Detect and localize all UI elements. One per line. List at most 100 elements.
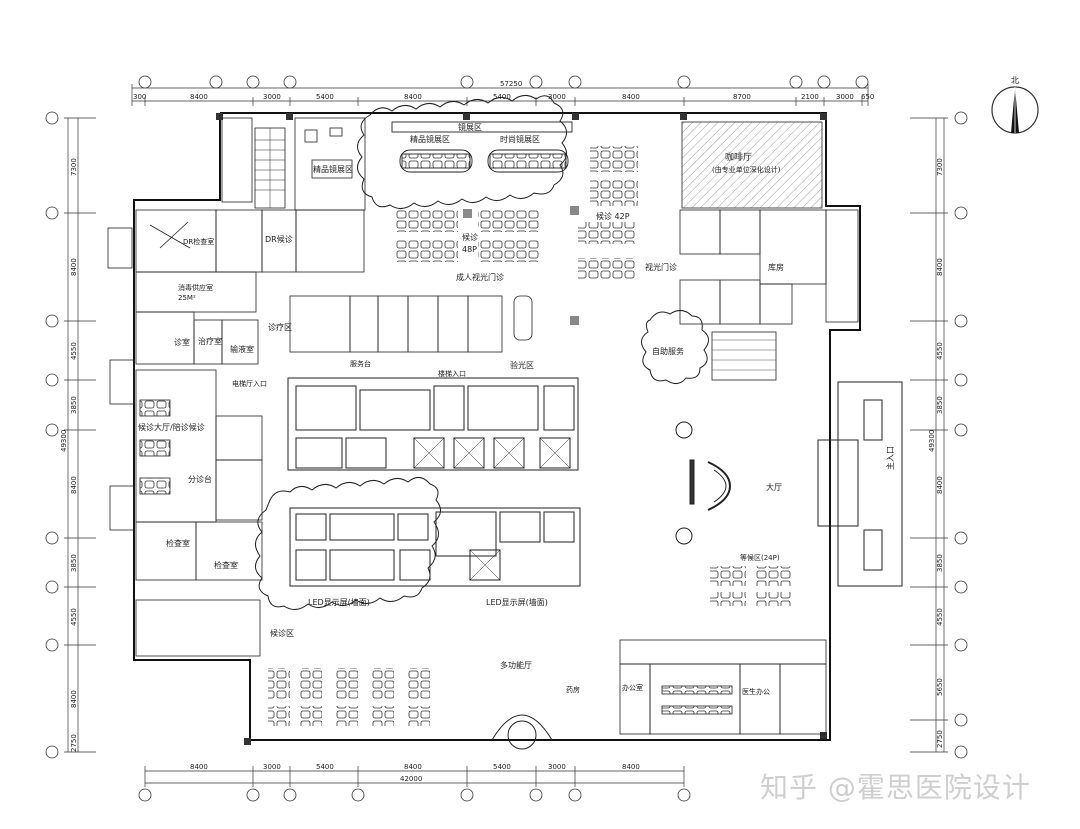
waiting-48-label: 候诊 bbox=[462, 232, 478, 242]
svg-text:8400: 8400 bbox=[622, 763, 640, 771]
cloud-self-service bbox=[641, 310, 709, 384]
service-desk-label: 服务台 bbox=[350, 359, 371, 368]
svg-text:8400: 8400 bbox=[936, 476, 944, 494]
multi-hall-seating bbox=[268, 668, 430, 726]
right-axis-bubbles bbox=[954, 111, 968, 759]
svg-text:3850: 3850 bbox=[936, 396, 944, 414]
optometry-rooms bbox=[289, 295, 533, 353]
left-exam-rooms bbox=[109, 311, 259, 405]
front-desk-label: 分诊台 bbox=[188, 474, 212, 484]
core-block-lower bbox=[289, 507, 581, 587]
vip-entry-label: 候诊大厅/陪诊候诊 bbox=[138, 422, 205, 432]
svg-text:8700: 8700 bbox=[733, 93, 751, 101]
svg-text:3850: 3850 bbox=[70, 396, 78, 414]
svg-text:3000: 3000 bbox=[263, 763, 281, 771]
door-label-b: 楼梯入口 bbox=[438, 369, 466, 378]
central-sterile-label: 消毒供应室 bbox=[178, 283, 213, 292]
structural-columns bbox=[216, 113, 827, 745]
waiting-48-count: 48P bbox=[462, 245, 477, 254]
svg-text:2750: 2750 bbox=[936, 730, 944, 748]
right-dim-labels: 7300 8400 4550 3850 8400 3850 4550 5650 … bbox=[928, 158, 944, 748]
svg-text:5400: 5400 bbox=[316, 93, 334, 101]
svg-text:3850: 3850 bbox=[70, 554, 78, 572]
pharmacy-label: 药房 bbox=[566, 685, 580, 694]
storage-label: 库房 bbox=[768, 262, 784, 272]
dr-wait-label: DR候诊 bbox=[265, 234, 293, 244]
svg-text:2750: 2750 bbox=[70, 734, 78, 752]
svg-text:8400: 8400 bbox=[936, 258, 944, 276]
pr-room-label: 诊室 bbox=[174, 337, 190, 347]
optometry-label: 验光区 bbox=[510, 360, 534, 370]
left-axis-bubbles bbox=[45, 111, 59, 759]
waiting-hall-label: 候诊区 bbox=[270, 628, 294, 638]
led-screen-left: LED显示屏(墙面) bbox=[308, 597, 370, 607]
central-area-label: 25M² bbox=[178, 294, 196, 302]
right-upper-rooms bbox=[679, 209, 859, 381]
watermark: 知乎 @霍思医院设计 bbox=[760, 771, 1031, 804]
inspection-label: 检查室 bbox=[214, 560, 238, 570]
svg-text:4550: 4550 bbox=[70, 342, 78, 360]
svg-text:8400: 8400 bbox=[190, 93, 208, 101]
bottom-axis-bubbles bbox=[138, 788, 691, 802]
office-label: 办公室 bbox=[622, 683, 643, 692]
waiting-seats-24 bbox=[710, 566, 792, 606]
svg-text:49300: 49300 bbox=[60, 430, 68, 452]
svg-text:5400: 5400 bbox=[316, 763, 334, 771]
frames-area-label: 镜展区 bbox=[458, 122, 482, 132]
right-dimension-chain bbox=[910, 117, 948, 753]
main-entry-label: 主入口 bbox=[885, 446, 895, 470]
stair-top-left bbox=[221, 117, 286, 209]
outer-walls bbox=[133, 112, 861, 741]
left-dimension-chain bbox=[64, 117, 96, 753]
svg-text:8400: 8400 bbox=[70, 476, 78, 494]
bottom-dim-labels: 8400 3000 5400 8400 5400 3000 8400 42000 bbox=[190, 763, 640, 783]
self-service-label: 自助服务 bbox=[652, 346, 684, 356]
svg-text:4550: 4550 bbox=[936, 342, 944, 360]
cafe-label: 咖啡厅 bbox=[725, 151, 752, 163]
svg-text:4550: 4550 bbox=[70, 608, 78, 626]
svg-text:5400: 5400 bbox=[493, 763, 511, 771]
svg-text:650: 650 bbox=[861, 93, 874, 101]
exam-room-label: 检查室 bbox=[166, 538, 190, 548]
svg-text:3000: 3000 bbox=[263, 93, 281, 101]
bottom-dimension-chain bbox=[144, 766, 685, 787]
svg-text:8400: 8400 bbox=[622, 93, 640, 101]
bottom-entrance bbox=[491, 714, 553, 750]
multi-hall-label: 多功能厅 bbox=[500, 660, 532, 670]
sterile-room bbox=[135, 271, 257, 313]
bottom-right-offices bbox=[619, 639, 827, 735]
cafe-area bbox=[681, 121, 823, 209]
cloud-outline-top bbox=[357, 95, 567, 209]
dr-block bbox=[107, 209, 365, 273]
waiting-42-label: 候诊 42P bbox=[596, 211, 630, 221]
svg-text:8400: 8400 bbox=[70, 258, 78, 276]
top-dim-labels: 300 8400 3000 5400 8400 5400 3000 8400 8… bbox=[133, 93, 874, 101]
svg-text:7300: 7300 bbox=[70, 158, 78, 176]
svg-text:3000: 3000 bbox=[548, 763, 566, 771]
adult-exam-label: 成人视光门诊 bbox=[456, 272, 504, 282]
waiting-24-label: 等候区(24P) bbox=[740, 553, 780, 562]
dr-room-label: DR检查室 bbox=[183, 237, 214, 246]
treatment-label-small: 治疗室 bbox=[198, 336, 222, 346]
left-dim-labels: 7300 8400 4550 3850 8400 3850 4550 8400 … bbox=[60, 158, 78, 752]
svg-text:3850: 3850 bbox=[936, 554, 944, 572]
svg-text:3000: 3000 bbox=[836, 93, 854, 101]
glasses-display-room bbox=[294, 117, 366, 211]
svg-text:3000: 3000 bbox=[548, 93, 566, 101]
svg-text:8400: 8400 bbox=[70, 690, 78, 708]
led-screen-right: LED显示屏(墙面) bbox=[486, 597, 548, 607]
lobby-label: 大厅 bbox=[766, 482, 782, 492]
child-exam-label: 视光门诊 bbox=[645, 262, 677, 272]
svg-text:42000: 42000 bbox=[400, 775, 422, 783]
door-label-a: 电梯厅入口 bbox=[232, 379, 267, 388]
svg-text:8400: 8400 bbox=[404, 93, 422, 101]
premium-glasses-label: 精品镜展区 bbox=[313, 164, 353, 174]
waiting-seats-48 bbox=[396, 210, 540, 262]
north-label: 北 bbox=[1011, 76, 1019, 85]
svg-text:8400: 8400 bbox=[190, 763, 208, 771]
fashion-glasses-label: 时尚镜展区 bbox=[500, 134, 540, 144]
top-axis-bubbles bbox=[138, 75, 869, 89]
cafe-note: (由专业单位深化设计) bbox=[712, 165, 781, 174]
waiting-seats-42 bbox=[578, 146, 638, 280]
